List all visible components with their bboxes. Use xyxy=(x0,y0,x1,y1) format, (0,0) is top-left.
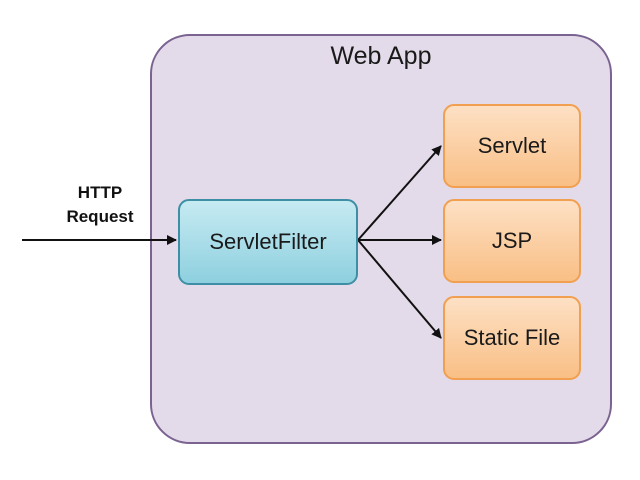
jsp-label: JSP xyxy=(491,228,533,253)
servlet-label: Servlet xyxy=(477,133,547,158)
http-request-line2: Request xyxy=(66,207,134,226)
jsp-node: JSP xyxy=(443,199,581,283)
servlet-filter-node: ServletFilter xyxy=(178,199,358,285)
servlet-filter-label: ServletFilter xyxy=(209,229,327,254)
arrow-to-static-file xyxy=(357,239,442,339)
static-file-label: Static File xyxy=(463,325,561,350)
http-request-label: HTTP Request xyxy=(40,181,160,229)
static-file-node: Static File xyxy=(443,296,581,380)
web-app-title: Web App xyxy=(330,42,432,70)
arrow-to-servlet xyxy=(357,145,442,241)
http-request-line1: HTTP xyxy=(77,183,123,202)
servlet-node: Servlet xyxy=(443,104,581,188)
